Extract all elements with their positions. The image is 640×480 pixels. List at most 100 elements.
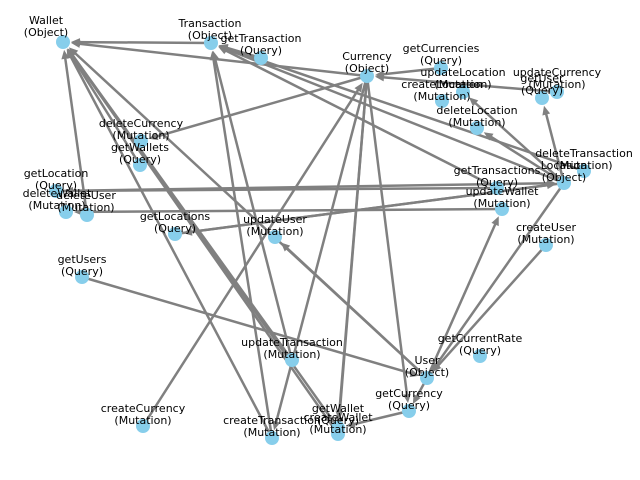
node-updatewallet[interactable]: updateWallet(Mutation) bbox=[466, 185, 540, 216]
node-dot[interactable] bbox=[331, 427, 345, 441]
node-label-name: createUser bbox=[516, 221, 576, 234]
node-getwallet[interactable]: getWallet(Query) bbox=[312, 402, 365, 435]
node-dot[interactable] bbox=[490, 181, 504, 195]
node-dot[interactable] bbox=[59, 205, 73, 219]
node-label: getCurrencies(Query) bbox=[403, 42, 480, 67]
node-updatecurrency[interactable]: updateCurrency(Mutation) bbox=[513, 66, 602, 99]
node-dot[interactable] bbox=[80, 208, 94, 222]
node-dot[interactable] bbox=[470, 121, 484, 135]
node-label-name: getLocations bbox=[140, 210, 211, 223]
node-updateuser[interactable]: updateUser(Mutation) bbox=[243, 213, 307, 244]
node-dot[interactable] bbox=[557, 176, 571, 190]
node-label-kind: (Mutation) bbox=[263, 348, 320, 361]
node-label-kind: (Mutation) bbox=[114, 414, 171, 427]
node-gettransaction[interactable]: getTransaction(Query) bbox=[221, 32, 302, 65]
node-getwallets[interactable]: getWallets(Query) bbox=[111, 141, 169, 172]
node-deletelocation[interactable]: deleteLocation(Mutation) bbox=[436, 104, 518, 135]
node-deletecurrency[interactable]: deleteCurrency(Mutation) bbox=[99, 117, 184, 148]
node-dot[interactable] bbox=[254, 51, 268, 65]
node-getusers[interactable]: getUsers(Query) bbox=[58, 253, 107, 284]
node-label-name: Transaction bbox=[178, 17, 242, 30]
node-dot[interactable] bbox=[473, 349, 487, 363]
node-createuser[interactable]: createUser(Mutation) bbox=[516, 221, 576, 252]
arrowhead-icon bbox=[280, 242, 291, 252]
node-dot[interactable] bbox=[49, 184, 63, 198]
node-label-name: deleteWallet bbox=[23, 187, 92, 200]
node-dot[interactable] bbox=[75, 270, 89, 284]
node-label-name: deleteTransaction bbox=[535, 147, 633, 160]
node-label: getTransactions(Query) bbox=[454, 164, 541, 189]
edge-line bbox=[337, 75, 369, 415]
node-dot[interactable] bbox=[265, 431, 279, 445]
node-getuser[interactable]: getUser(Query) bbox=[520, 72, 564, 105]
node-dot[interactable] bbox=[168, 227, 182, 241]
node-dot[interactable] bbox=[535, 91, 549, 105]
node-dot[interactable] bbox=[539, 238, 553, 252]
node-user[interactable]: User(Object) bbox=[405, 354, 449, 385]
node-label: updateWallet(Mutation) bbox=[466, 185, 540, 210]
edge-createtransaction-to-transaction bbox=[209, 50, 274, 439]
node-dot[interactable] bbox=[268, 230, 282, 244]
edge-line bbox=[380, 75, 558, 94]
edge-line bbox=[213, 56, 294, 361]
node-transaction[interactable]: Transaction(Object) bbox=[178, 17, 242, 50]
node-dot[interactable] bbox=[56, 35, 70, 49]
node-dot[interactable] bbox=[285, 353, 299, 367]
edge-location-to-getuser bbox=[542, 105, 566, 184]
node-dot[interactable] bbox=[133, 158, 147, 172]
node-getlocation[interactable]: getLocation(Query) bbox=[24, 167, 89, 198]
arrowhead-icon bbox=[432, 362, 442, 373]
node-label: getTransaction(Query) bbox=[221, 32, 302, 57]
node-label-name: updateTransaction bbox=[241, 336, 343, 349]
node-label-name: Wallet bbox=[29, 14, 64, 27]
node-gettransactions[interactable]: getTransactions(Query) bbox=[454, 164, 541, 195]
node-getcurrencies[interactable]: getCurrencies(Query) bbox=[403, 42, 480, 75]
edge-currency-to-wallet bbox=[70, 39, 368, 78]
node-label-kind: (Query) bbox=[476, 176, 518, 189]
node-label-name: updateCurrency bbox=[513, 66, 602, 79]
edge-line bbox=[141, 87, 361, 427]
node-label-kind: (Object) bbox=[345, 62, 389, 75]
node-label: updateCurrency(Mutation) bbox=[513, 66, 602, 91]
node-getlocations[interactable]: getLocations(Query) bbox=[140, 210, 211, 241]
node-dot[interactable] bbox=[402, 404, 416, 418]
arrowhead-icon bbox=[483, 132, 494, 141]
node-dot[interactable] bbox=[577, 164, 591, 178]
node-createcurrency[interactable]: createCurrency(Mutation) bbox=[101, 402, 186, 433]
node-updatetransaction[interactable]: updateTransaction(Mutation) bbox=[241, 336, 343, 367]
node-dot[interactable] bbox=[434, 61, 448, 75]
edge-line bbox=[79, 207, 503, 214]
node-createwallet[interactable]: createWallet(Mutation) bbox=[303, 411, 373, 441]
node-dot[interactable] bbox=[420, 371, 434, 385]
node-label-name: getUser bbox=[520, 72, 564, 85]
node-dot[interactable] bbox=[204, 36, 218, 50]
node-dot[interactable] bbox=[360, 69, 374, 83]
node-dot[interactable] bbox=[550, 85, 564, 99]
node-getcurrentrate[interactable]: getCurrentRate(Query) bbox=[438, 332, 523, 363]
node-location[interactable]: Location(Object) bbox=[541, 159, 588, 190]
node-dot[interactable] bbox=[435, 94, 449, 108]
edge-deletetransaction-to-transaction bbox=[218, 44, 585, 173]
node-dot[interactable] bbox=[456, 85, 470, 99]
node-wallet[interactable]: Wallet(Object) bbox=[24, 14, 70, 49]
node-deletetransaction[interactable]: deleteTransaction(Mutation) bbox=[535, 147, 633, 178]
node-currency[interactable]: Currency(Object) bbox=[342, 50, 392, 83]
node-label-kind: (Mutation) bbox=[448, 116, 505, 129]
arrowhead-icon bbox=[542, 105, 551, 116]
node-label: createUser(Mutation) bbox=[516, 221, 576, 246]
node-dot[interactable] bbox=[495, 202, 509, 216]
node-createtransaction[interactable]: createTransaction(Mutation) bbox=[223, 414, 321, 445]
edge-line bbox=[76, 42, 368, 78]
node-dot[interactable] bbox=[134, 134, 148, 148]
node-label-kind: (Mutation) bbox=[413, 90, 470, 103]
edge-line bbox=[211, 56, 274, 439]
node-updatelocation[interactable]: updateLocation(Mutation) bbox=[420, 66, 506, 99]
node-getcurrency[interactable]: getCurrency(Query) bbox=[375, 387, 443, 418]
node-label-name: getTransactions bbox=[454, 164, 541, 177]
node-label-name: createCurrency bbox=[101, 402, 186, 415]
node-label-kind: (Query) bbox=[388, 399, 430, 412]
node-dot[interactable] bbox=[136, 419, 150, 433]
node-createlocation[interactable]: createLocation(Mutation) bbox=[401, 78, 483, 108]
node-label-name: updateLocation bbox=[420, 66, 505, 79]
node-deleteuser[interactable]: deleteUser(Mutation) bbox=[56, 189, 116, 219]
